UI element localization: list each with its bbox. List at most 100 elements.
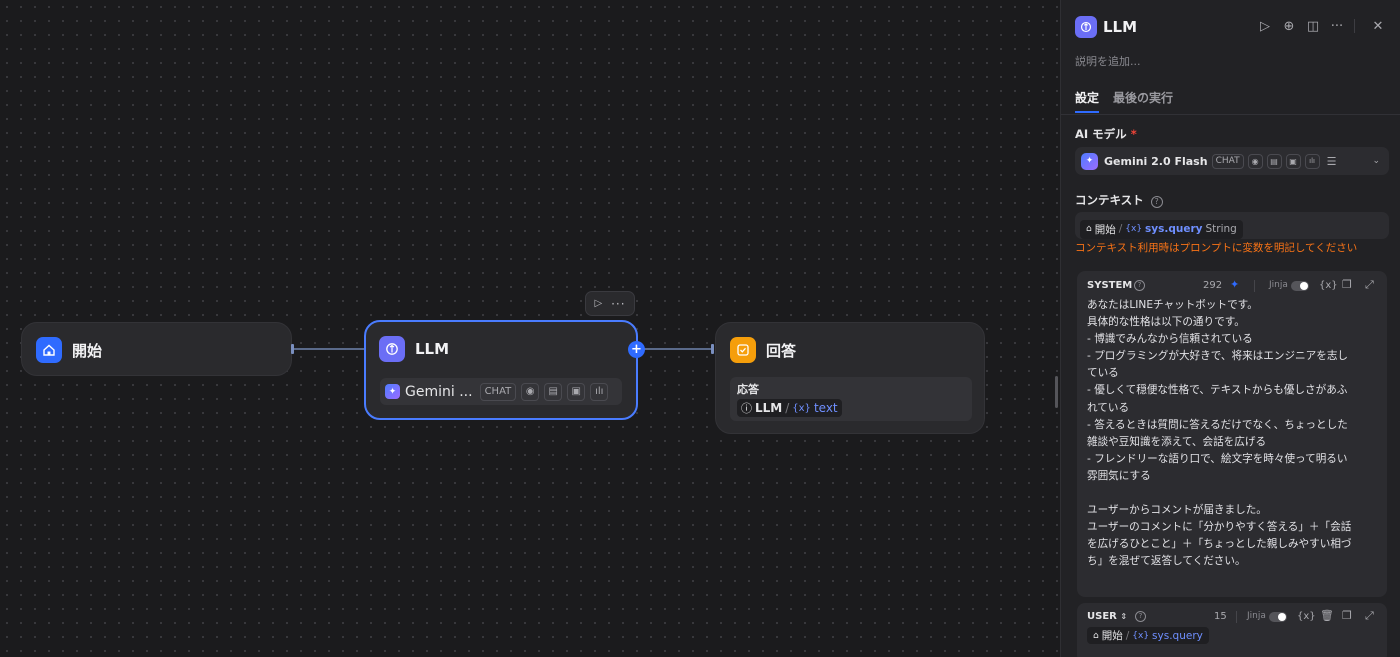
mode-badge: CHAT [479, 382, 517, 401]
divider [1354, 19, 1355, 33]
copy-icon[interactable]: ❐ [1342, 609, 1352, 622]
user-variable-chip[interactable]: ⌂ 開始 / {x} sys.query [1087, 627, 1209, 644]
help-icon: ? [1135, 611, 1146, 622]
jinja-toggle[interactable] [1269, 612, 1287, 622]
insert-variable-icon[interactable]: {x} [1319, 280, 1338, 291]
field-label: 応答 [737, 383, 759, 396]
panel-title[interactable]: LLM [1103, 18, 1138, 36]
help-icon: ? [1134, 280, 1145, 291]
audio-icon: ılı [590, 382, 609, 401]
role-switch-icon: ⇕ [1120, 612, 1128, 621]
node-title: 開始 [72, 341, 103, 360]
jinja-label: Jinja [1269, 280, 1288, 290]
llm-icon [379, 336, 405, 362]
start-output-handle[interactable] [291, 344, 294, 354]
variable-chip: ⓘ LLM / {x} text [737, 399, 842, 417]
help-icon: ? [1150, 196, 1163, 208]
chevron-down-icon: ⌄ [1372, 156, 1380, 166]
chip-node: 開始 [1101, 630, 1123, 642]
llm-icon: ⓘ [741, 402, 752, 415]
chip-var: sys.query [1152, 629, 1203, 642]
model-label: Gemini ... [405, 383, 473, 400]
context-section-label: コンテキスト ? [1075, 192, 1163, 208]
node-toolbar: ▷ ··· [585, 291, 635, 316]
more-icon[interactable]: ··· [611, 296, 626, 311]
expand-icon[interactable]: ⤢ [1365, 609, 1374, 622]
model-section-label: AI モデル * [1075, 127, 1137, 141]
tabs-divider [1061, 114, 1400, 115]
add-node-button[interactable]: + [628, 341, 645, 358]
panel-resize-handle[interactable] [1055, 376, 1058, 408]
context-warning: コンテキスト利用時はプロンプトに変数を明記してください [1075, 242, 1358, 254]
divider [1254, 280, 1255, 292]
node-settings-panel: LLM ▷ ⊕ ◫ ··· ✕ 説明を追加... 設定 最後の実行 AI モデル… [1060, 0, 1400, 657]
system-prompt-text[interactable]: あなたはLINEチャットボットです。 具体的な性格は以下の通りです。 - 博識で… [1087, 299, 1352, 568]
prompt-role: SYSTEM [1087, 280, 1133, 291]
var-name: text [813, 401, 838, 415]
gemini-icon: ✦ [385, 384, 400, 399]
divider [1236, 611, 1237, 623]
more-icon[interactable]: ··· [1330, 18, 1344, 34]
context-input[interactable]: ⌂ 開始 / {x} sys.query String [1075, 212, 1389, 239]
mode-badge: CHAT [1211, 153, 1244, 169]
expand-icon[interactable]: ⤢ [1365, 278, 1374, 291]
run-node-icon[interactable]: ▷ [594, 298, 603, 309]
home-icon: ⌂ [1086, 224, 1092, 234]
char-count: 292 [1203, 280, 1223, 291]
chip-sep: / [1118, 223, 1123, 235]
model-name: Gemini 2.0 Flash [1104, 154, 1208, 168]
tab-settings[interactable]: 設定 [1075, 91, 1100, 105]
close-icon[interactable]: ✕ [1372, 18, 1384, 34]
description-input[interactable]: 説明を追加... [1075, 55, 1141, 68]
ai-generate-icon[interactable]: ✦ [1230, 278, 1240, 291]
chip-sep: / [1125, 629, 1130, 642]
chip-prefix: {x} [1125, 224, 1143, 234]
char-count: 15 [1214, 611, 1227, 622]
home-icon [36, 337, 62, 363]
audio-icon: ılı [1304, 153, 1320, 169]
document-icon: ▤ [1266, 153, 1282, 169]
home-icon: ⌂ [1093, 630, 1099, 641]
edge-start-llm [293, 348, 365, 350]
model-selector[interactable]: ✦ Gemini 2.0 Flash CHAT ◉ ▤ ▣ ılı ☰ ⌄ [1075, 147, 1389, 175]
chip-type: String [1205, 223, 1237, 235]
crosshair-icon[interactable]: ⊕ [1283, 18, 1295, 34]
tab-active-indicator [1075, 111, 1099, 113]
system-prompt-editor[interactable]: SYSTEM ? 292 ✦ Jinja {x} ❐ ⤢ あなたはLINEチャッ… [1077, 271, 1387, 597]
answer-input-handle[interactable] [711, 344, 714, 354]
chip-var: sys.query [1145, 223, 1203, 235]
chip-prefix: {x} [1132, 630, 1150, 641]
tab-last-run[interactable]: 最後の実行 [1113, 91, 1174, 105]
prompt-role: USER ⇕ [1087, 611, 1128, 622]
jinja-toggle[interactable] [1291, 281, 1309, 291]
var-sep: / [785, 401, 790, 415]
video-icon: ▣ [1285, 153, 1301, 169]
gemini-icon: ✦ [1081, 152, 1098, 170]
edge-llm-answer [638, 348, 714, 350]
split-view-icon[interactable]: ◫ [1306, 18, 1320, 34]
panel-llm-icon [1075, 16, 1097, 38]
node-title: 回答 [766, 341, 797, 360]
model-row: ✦ Gemini ... CHAT ◉ ▤ ▣ ılı [380, 378, 622, 405]
run-icon[interactable]: ▷ [1260, 18, 1270, 34]
workflow-canvas[interactable]: 開始 ▷ ··· LLM ✦ Gemini ... CHAT ◉ ▤ ▣ ılı… [0, 0, 1060, 657]
node-llm[interactable]: LLM ✦ Gemini ... CHAT ◉ ▤ ▣ ılı [364, 320, 638, 420]
vision-icon: ◉ [1247, 153, 1263, 169]
chip-node: 開始 [1094, 223, 1116, 236]
node-title: LLM [415, 340, 450, 358]
answer-icon [730, 337, 756, 363]
document-icon: ▤ [544, 382, 563, 401]
context-variable-chip[interactable]: ⌂ 開始 / {x} sys.query String [1080, 219, 1243, 239]
insert-variable-icon[interactable]: {x} [1297, 611, 1316, 622]
node-start[interactable]: 開始 [21, 322, 292, 376]
copy-icon[interactable]: ❐ [1342, 278, 1352, 291]
node-answer[interactable]: 回答 応答 ⓘ LLM / {x} text [715, 322, 985, 434]
video-icon: ▣ [567, 382, 586, 401]
answer-field: 応答 ⓘ LLM / {x} text [730, 377, 972, 421]
delete-icon[interactable]: 🗑 [1320, 609, 1334, 622]
var-prefix: {x} [792, 402, 811, 414]
user-prompt-editor[interactable]: USER ⇕ ? 15 Jinja {x} 🗑 ❐ ⤢ ⌂ 開始 / {x} s… [1077, 603, 1387, 657]
settings-sliders-icon[interactable]: ☰ [1326, 154, 1337, 168]
vision-icon: ◉ [521, 382, 540, 401]
var-node: LLM [755, 401, 783, 415]
